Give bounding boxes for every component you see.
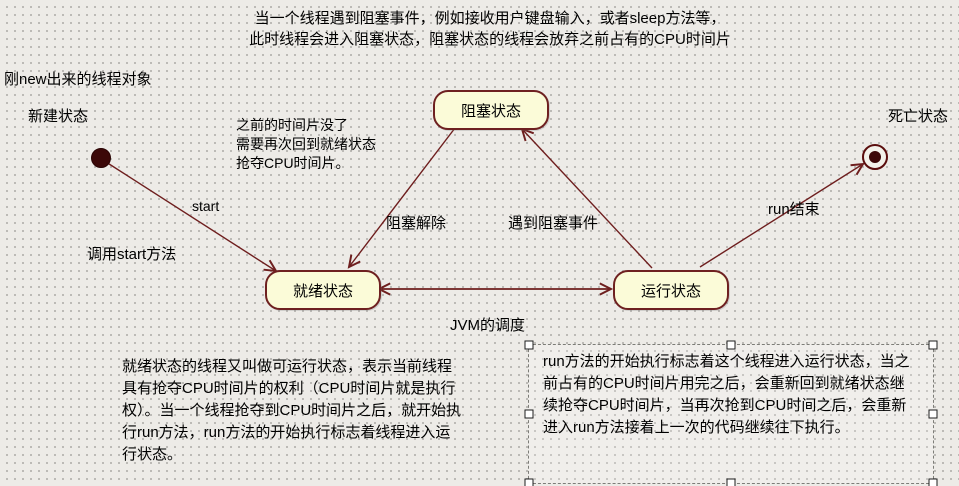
new-object-note[interactable]: 刚new出来的线程对象: [4, 71, 152, 88]
transition-block-arrow[interactable]: [520, 127, 653, 269]
initial-state-node[interactable]: [91, 148, 111, 168]
transition-finish-arrow[interactable]: [699, 162, 865, 268]
transition-finish-label[interactable]: run结束: [768, 201, 820, 218]
running-state-description-selection[interactable]: run方法的开始执行标志着这个线程进入运行状态，当之前占有的CPU时间片用完之后…: [524, 340, 938, 486]
state-blocked[interactable]: 阻塞状态: [433, 90, 549, 130]
transition-start-label[interactable]: start: [192, 198, 220, 214]
resize-handle-top-middle[interactable]: [726, 340, 736, 350]
blocked-return-note[interactable]: 之前的时间片没了 需要再次回到就绪状态 抢夺CPU时间片。: [236, 117, 376, 171]
resize-handle-bottom-right[interactable]: [928, 478, 938, 486]
transition-unblock-label[interactable]: 阻塞解除: [386, 215, 447, 232]
resize-handle-bottom-left[interactable]: [524, 478, 534, 486]
transition-unblock-arrow[interactable]: [347, 127, 456, 269]
state-running[interactable]: 运行状态: [613, 270, 729, 310]
transition-start-note[interactable]: 调用start方法: [87, 246, 177, 263]
resize-handle-top-left[interactable]: [524, 340, 534, 350]
state-blocked-label: 阻塞状态: [460, 102, 521, 120]
state-running-label: 运行状态: [640, 282, 701, 300]
transition-schedule-label[interactable]: JVM的调度: [450, 317, 526, 334]
resize-handle-bottom-middle[interactable]: [726, 478, 736, 486]
final-state-inner-dot: [869, 151, 881, 163]
running-state-description[interactable]: run方法的开始执行标志着这个线程进入运行状态，当之前占有的CPU时间片用完之后…: [543, 353, 910, 436]
transition-start-arrow[interactable]: [105, 161, 278, 273]
state-ready[interactable]: 就绪状态: [265, 270, 381, 310]
resize-handle-middle-right[interactable]: [928, 409, 938, 419]
blocked-event-note[interactable]: 当一个线程遇到阻塞事件，例如接收用户键盘输入，或者sleep方法等， 此时线程会…: [249, 10, 731, 48]
resize-handle-top-right[interactable]: [928, 340, 938, 350]
final-state-node[interactable]: [862, 144, 888, 170]
state-ready-label: 就绪状态: [292, 282, 353, 300]
resize-handle-middle-left[interactable]: [524, 409, 534, 419]
state-dead-label[interactable]: 死亡状态: [888, 108, 949, 125]
transition-block-label[interactable]: 遇到阻塞事件: [508, 215, 599, 232]
ready-state-description[interactable]: 就绪状态的线程又叫做可运行状态，表示当前线程具有抢夺CPU时间片的权利（CPU时…: [122, 358, 462, 463]
state-new-label[interactable]: 新建状态: [28, 108, 89, 125]
